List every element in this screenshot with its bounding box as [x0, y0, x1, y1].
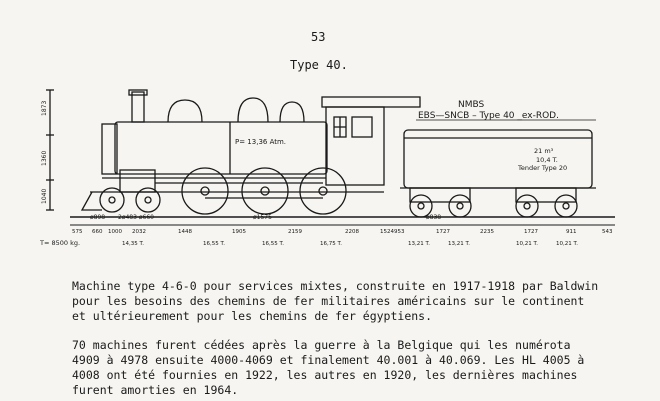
paragraph-line: pour les besoins des chemins de fer mili… — [72, 294, 585, 308]
class-label-line2: EBS—SNCB – Type 40 _ex-ROD. — [418, 111, 559, 121]
tare-label: T= 8500 kg. — [40, 239, 80, 247]
height-label: 1873 — [41, 101, 48, 116]
axle-load-label: 16,55 T. — [203, 241, 225, 247]
tender-coal-label: 10,4 T. — [536, 156, 558, 164]
wheel-diameter-label: ø1575 — [253, 214, 272, 221]
axle-load-label: 16,55 T. — [262, 241, 284, 247]
type-title: Type 40. — [290, 58, 348, 72]
dimension-label: 543 — [602, 229, 613, 235]
dimension-label: 1000 — [108, 229, 122, 235]
dimension-label: 1727 — [524, 229, 538, 235]
boiler-pressure-label: P= 13,36 Atm. — [235, 138, 286, 146]
dimension-label: 1524 — [380, 229, 394, 235]
class-label-line1: NMBS — [458, 100, 485, 110]
bleed-through-text — [360, 40, 365, 50]
dimension-label: 2159 — [288, 229, 302, 235]
locomotive-drawing: NMBS EBS—SNCB – Type 40 _ex-ROD. P= 13,3… — [40, 80, 625, 255]
axle-load-label: 14,35 T. — [122, 241, 144, 247]
dimension-label: 575 — [72, 229, 83, 235]
paragraph-line: 4008 ont été fournies en 1922, les autre… — [72, 368, 578, 382]
wheel-diameter-label: ø838 — [426, 214, 441, 221]
dimension-label: 953 — [394, 229, 405, 235]
dimension-label: 660 — [92, 229, 103, 235]
paragraph-line: et ultérieurement pour les chemins de fe… — [72, 309, 433, 323]
dimension-label: 1448 — [178, 229, 192, 235]
axle-load-labels: 14,35 T. 16,55 T. 16,55 T. 16,75 T. 13,21 T.… — [122, 241, 578, 247]
dimension-label: 911 — [566, 229, 577, 235]
height-label: 1040 — [41, 189, 48, 204]
axle-load-label: 13,21 T. — [408, 241, 430, 247]
axle-load-label: 13,21 T. — [448, 241, 470, 247]
paragraph-line: 4909 à 4978 ensuite 4000-4069 et finalem… — [72, 353, 585, 367]
dimension-label: 1905 — [232, 229, 246, 235]
tender-type-label: Tender Type 20 — [517, 164, 567, 172]
dimension-label: 2208 — [345, 229, 359, 235]
tender-water-label: 21 m³ — [534, 147, 554, 155]
paragraph-description: Machine type 4-6-0 pour services mixtes,… — [72, 279, 637, 324]
axle-load-label: 16,75 T. — [320, 241, 342, 247]
paragraph-line: furent amorties en 1964. — [72, 383, 239, 397]
dimension-label: 2235 — [480, 229, 494, 235]
dimension-label: 1727 — [436, 229, 450, 235]
paragraph-line: Machine type 4-6-0 pour services mixtes,… — [72, 279, 599, 293]
axle-load-label: 10,21 T. — [516, 241, 538, 247]
wheel-diameter-label: ø898 — [90, 214, 105, 221]
paragraph-history: 70 machines furent cédées après la guerr… — [72, 338, 637, 398]
paragraph-line: 70 machines furent cédées après la guerr… — [72, 338, 571, 352]
axle-load-label: 10,21 T. — [556, 241, 578, 247]
dimension-label: 2032 — [132, 229, 146, 235]
page-number: 53 — [311, 30, 326, 44]
wheel-diameter-label: 2ø483 ø660 — [118, 214, 154, 221]
height-label: 1360 — [41, 151, 48, 166]
